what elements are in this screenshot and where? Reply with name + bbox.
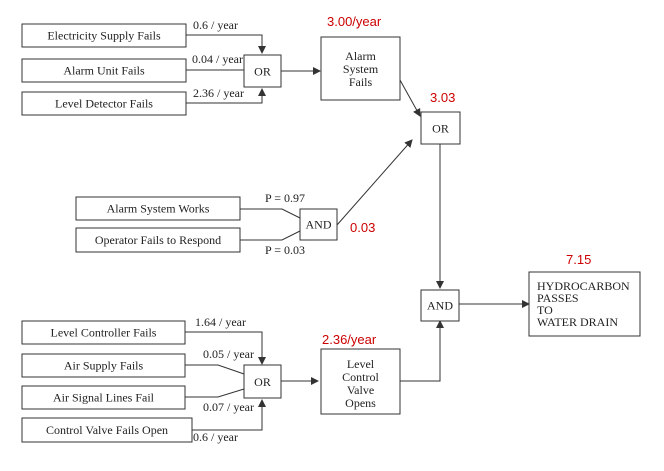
gate-label: OR	[432, 122, 449, 136]
event-label: Alarm System Works	[107, 202, 210, 216]
event-air-signal-lines-fail: Air Signal Lines Fail	[21, 385, 186, 410]
rate-level-detector: 2.36 / year	[193, 86, 244, 100]
event-alarm-system-works: Alarm System Works	[75, 196, 241, 221]
gate-or-valve: OR	[243, 364, 282, 399]
result-annotations: 3.00/year 3.03 0.03 2.36/year 7.15	[322, 14, 591, 347]
event-control-valve-fails-open: Control Valve Fails Open	[21, 417, 193, 443]
event-alarm-unit-fails: Alarm Unit Fails	[21, 58, 187, 83]
alarm-fails-line-1: Alarm	[345, 49, 376, 63]
probability-alarm-works: P = 0.97	[265, 191, 305, 205]
result-and-operator: 0.03	[350, 220, 375, 235]
gate-label: OR	[254, 375, 271, 389]
event-level-controller-fails: Level Controller Fails	[21, 320, 186, 345]
event-operator-fails-to-respond: Operator Fails to Respond	[75, 227, 241, 253]
top-event-line-2: PASSES	[537, 291, 579, 305]
alarm-fails-line-2: System	[343, 62, 379, 76]
valve-opens-line-4: Opens	[345, 396, 376, 410]
rate-labels: 0.6 / year 0.04 / year 2.36 / year P = 0…	[192, 18, 305, 444]
event-label: Operator Fails to Respond	[95, 233, 221, 247]
gate-or-alarm: OR	[243, 54, 282, 88]
event-level-control-valve-opens: Level Control Valve Opens	[320, 348, 401, 415]
probability-operator: P = 0.03	[265, 243, 305, 257]
event-air-supply-fails: Air Supply Fails	[21, 353, 186, 378]
rate-alarm-unit: 0.04 / year	[192, 52, 243, 66]
alarm-fails-line-3: Fails	[349, 75, 373, 89]
top-event-line-1: HYDROCARBON	[537, 279, 630, 293]
gate-or-top: OR	[420, 111, 461, 145]
connector-lines	[185, 34, 530, 431]
rate-air-supply: 0.05 / year	[203, 347, 254, 361]
top-event-line-3: TO	[537, 303, 553, 317]
event-electricity-supply-fails: Electricity Supply Fails	[21, 23, 187, 48]
event-level-detector-fails: Level Detector Fails	[21, 91, 187, 116]
event-label: Control Valve Fails Open	[46, 423, 168, 437]
rate-level-controller: 1.64 / year	[195, 315, 246, 329]
event-label: Alarm Unit Fails	[63, 64, 145, 78]
rate-electricity: 0.6 / year	[193, 18, 238, 32]
result-top-event: 7.15	[566, 252, 591, 267]
valve-opens-line-2: Control	[342, 370, 379, 384]
rate-air-signal: 0.07 / year	[203, 400, 254, 414]
gate-label: OR	[254, 65, 271, 79]
top-event-hydrocarbon-passes: HYDROCARBON PASSES TO WATER DRAIN	[528, 271, 641, 337]
event-label: Air Signal Lines Fail	[53, 391, 155, 405]
gate-label: AND	[427, 299, 453, 313]
result-or-top: 3.03	[430, 90, 455, 105]
event-label: Air Supply Fails	[64, 359, 144, 373]
event-label: Level Detector Fails	[55, 97, 153, 111]
valve-opens-line-1: Level	[347, 357, 375, 371]
gate-and-operator: AND	[299, 208, 338, 241]
gate-and-final: AND	[420, 289, 460, 322]
rate-control-valve: 0.6 / year	[193, 430, 238, 444]
event-label: Level Controller Fails	[51, 326, 157, 340]
result-alarm-fails: 3.00/year	[327, 14, 382, 29]
event-alarm-system-fails: Alarm System Fails	[320, 36, 401, 101]
top-event-line-4: WATER DRAIN	[537, 315, 618, 329]
event-label: Electricity Supply Fails	[47, 29, 161, 43]
gate-label: AND	[306, 218, 332, 232]
result-valve-opens: 2.36/year	[322, 332, 377, 347]
valve-opens-line-3: Valve	[347, 383, 374, 397]
